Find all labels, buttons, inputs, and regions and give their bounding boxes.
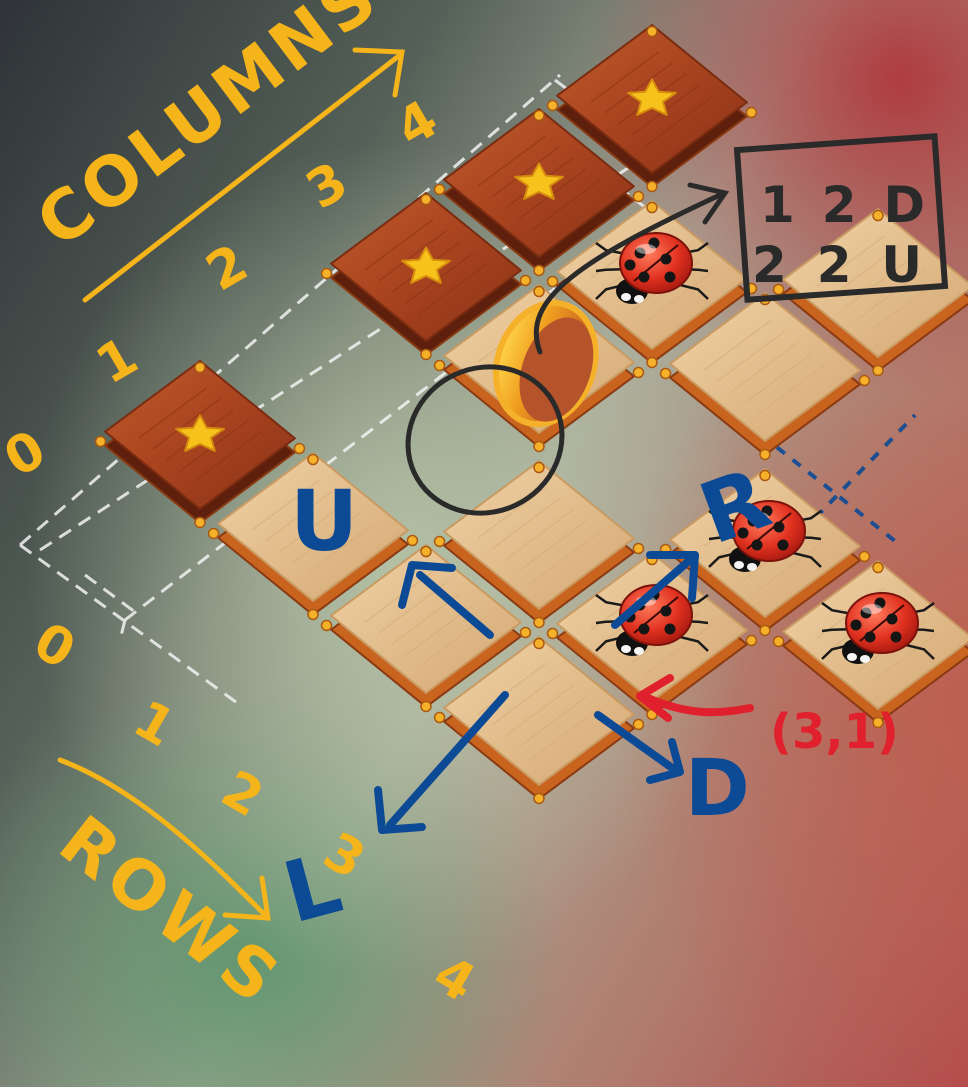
- ladybug-icon[interactable]: [708, 500, 822, 572]
- column-number: 4: [387, 89, 448, 159]
- ladybug-icon[interactable]: [595, 232, 709, 304]
- down-arrow-icon: [594, 711, 679, 774]
- down-arrow-head-icon: [646, 738, 684, 784]
- star-icon: [627, 78, 677, 116]
- move-line-1: 1 2 D: [760, 176, 925, 234]
- goal-tile[interactable]: [546, 24, 758, 193]
- coordinate-callout: (3,1): [636, 674, 899, 760]
- up-arrow-head-icon: [398, 561, 456, 609]
- left-arrow-icon: [386, 691, 509, 829]
- wood-tile[interactable]: [320, 544, 532, 713]
- up-arrow-icon: [416, 571, 494, 639]
- ladybug-icon[interactable]: [821, 592, 935, 664]
- direction-arrows: [374, 551, 699, 834]
- right-arrow-icon: [611, 556, 694, 629]
- move-sequence-box: 1 2 D 2 2 U: [733, 133, 949, 303]
- direction-up-label: U: [290, 472, 358, 570]
- star-icon: [401, 246, 451, 284]
- star-icon: [514, 162, 564, 200]
- direction-down-label: D: [685, 744, 750, 834]
- goal-tile[interactable]: [94, 360, 306, 529]
- column-number: 0: [0, 419, 56, 489]
- column-number: 2: [197, 233, 258, 303]
- column-number: 1: [87, 326, 148, 396]
- wood-tile[interactable]: [659, 292, 871, 461]
- goal-tile[interactable]: [433, 108, 645, 277]
- row-number: 1: [124, 689, 185, 759]
- wood-tile[interactable]: [207, 452, 419, 621]
- blue-guide-lines: [728, 408, 917, 577]
- row-number: 2: [212, 759, 273, 829]
- right-arrow-head-icon: [646, 551, 699, 602]
- column-number: 3: [297, 151, 358, 221]
- selection-annotation: [405, 182, 730, 516]
- move-line-2: 2 2 U: [752, 236, 922, 294]
- wood-tile[interactable]: [772, 208, 968, 377]
- wood-tile[interactable]: [433, 636, 645, 805]
- star-icon: [175, 414, 225, 452]
- row-number: 0: [24, 611, 85, 681]
- left-arrow-head-icon: [374, 786, 426, 834]
- goal-tile[interactable]: [320, 192, 532, 361]
- columns-label: COLUMNS: [23, 0, 394, 264]
- row-number: 4: [424, 944, 485, 1014]
- coordinate-label: (3,1): [770, 704, 899, 760]
